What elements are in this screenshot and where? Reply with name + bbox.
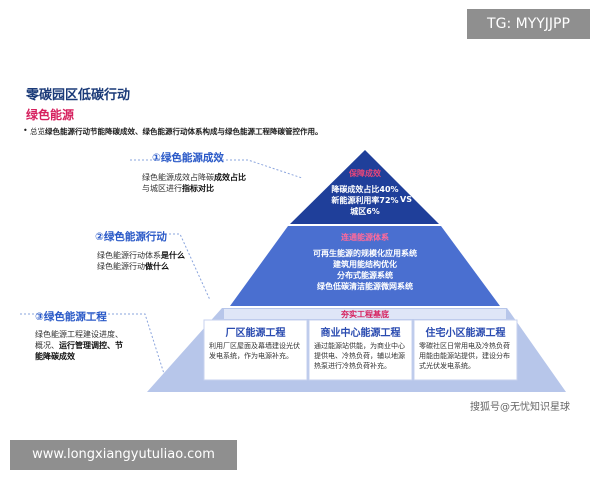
base-box-3 (413, 319, 518, 381)
base-box-2-title: 商业中心能源工程 (320, 328, 401, 339)
summary-bullet: • (23, 126, 28, 135)
base-box-1-text: 利用厂区屋面及幕墙建设光伏发电系统，作为电源补充。 (209, 342, 300, 360)
desc-2-line2b: 做什么 (145, 262, 169, 271)
watermark-site: 搜狐号@无忧知识星球 (470, 402, 570, 413)
desc-2-line1b: 是什么 (161, 251, 185, 260)
top-tier-line-3: 城区6% (350, 207, 380, 216)
summary-prefix: 总览 (30, 127, 45, 136)
leader-line-1 (130, 159, 303, 179)
base-box-2-text: 通过能源站供能，为商业中心提供电、冷热负荷，辅以地源热泵进行冷热负荷补充。 (314, 342, 405, 370)
left-item-desc-2: 绿色能源行动体系是什么 绿色能源行动做什么 (97, 250, 185, 272)
desc-1-line1a: 绿色能源成效占降碳 (142, 173, 214, 182)
left-item-desc-1: 绿色能源成效占降碳成效占比 与城区进行指标对比 (142, 172, 246, 194)
pyramid-top-tier (290, 150, 439, 224)
section-title: 绿色能源 (26, 108, 75, 122)
page-title: 零碳园区低碳行动 (26, 88, 131, 103)
top-tier-title: 保障成效 (349, 169, 381, 178)
mid-tier-line-3: 分布式能源系统 (337, 271, 393, 280)
summary-text: 总览绿色能源行动节能降碳成效、绿色能源行动体系构成与绿色能源工程降碳管控作用。 (30, 126, 323, 137)
base-tier-title: 夯实工程基底 (341, 310, 389, 319)
mid-tier-line-1: 可再生能源的规模化应用系统 (313, 249, 417, 258)
desc-3-line2a: 概况、 (35, 341, 59, 350)
desc-3-line1: 绿色能源工程建设进度、 (35, 330, 123, 339)
base-box-1 (203, 319, 308, 381)
top-tier-vs: VS (400, 195, 412, 204)
pyramid-mid-tier (230, 226, 500, 306)
mid-tier-line-4: 绿色低碳清洁能源微网系统 (317, 282, 413, 291)
left-item-desc-3: 绿色能源工程建设进度、 概况、运行管理调控、节 能降碳成效 (35, 329, 123, 362)
mid-tier-title: 连通能源体系 (341, 233, 389, 242)
left-item-label-2: ②绿色能源行动 (95, 231, 167, 243)
leader-line-3 (20, 313, 167, 381)
base-box-3-title: 住宅小区能源工程 (425, 328, 506, 339)
top-tier-line-1: 降碳成效占比40% (331, 185, 399, 194)
base-box-2 (308, 319, 413, 381)
left-item-label-3: ③绿色能源工程 (35, 311, 107, 323)
desc-2-line2a: 绿色能源行动 (97, 262, 145, 271)
top-tier-line-2: 新能源利用率72% (331, 196, 399, 205)
desc-1-line2a: 与城区进行 (142, 184, 182, 193)
leader-line-2 (105, 233, 211, 301)
base-title-band (224, 309, 506, 319)
desc-1-line2b: 指标对比 (182, 184, 214, 193)
desc-3-line3: 能降碳成效 (35, 352, 75, 361)
left-item-label-1: ①绿色能源成效 (152, 152, 224, 164)
desc-1-line1b: 成效占比 (214, 173, 246, 182)
desc-2-line1a: 绿色能源行动体系 (97, 251, 161, 260)
desc-3-line2b: 运行管理调控、节 (59, 341, 123, 350)
summary-bold: 绿色能源行动节能降碳成效、绿色能源行动体系构成与绿色能源工程降碳管控作用。 (45, 127, 323, 136)
mid-tier-line-2: 建筑用能结构优化 (333, 260, 397, 269)
watermark-top: TG: MYYJJPP (467, 9, 590, 39)
base-box-3-text: 零碳社区日常用电及冷热负荷用能由能源站提供，建设分布式光伏发电系统。 (419, 342, 510, 370)
base-box-1-title: 厂区能源工程 (225, 328, 286, 339)
watermark-bottom: www.longxiangyutuliao.com (10, 440, 237, 470)
